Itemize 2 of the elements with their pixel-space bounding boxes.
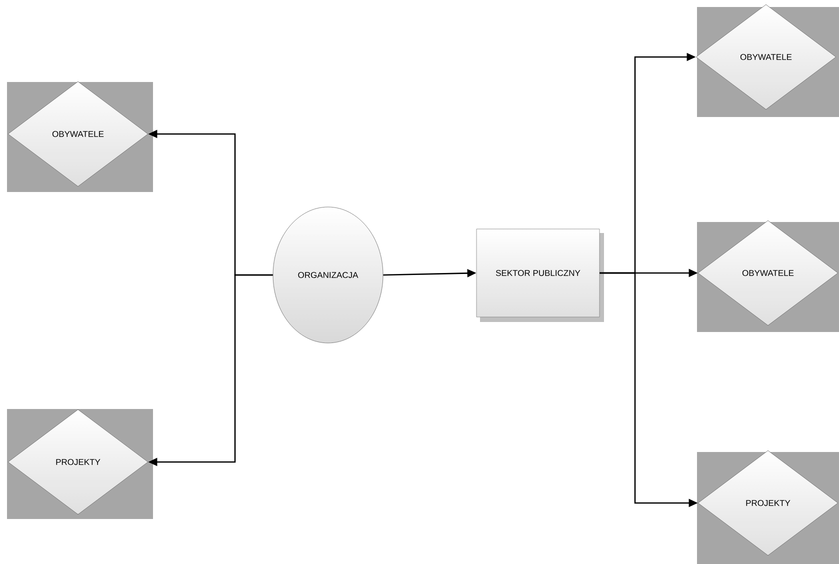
process-box: SEKTOR PUBLICZNY (476, 228, 604, 322)
ellipse-node: ORGANIZACJA (272, 206, 384, 344)
